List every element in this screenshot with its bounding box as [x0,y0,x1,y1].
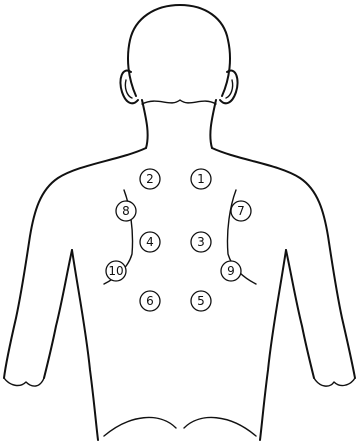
acupoint-label: 8 [122,204,130,218]
acupoint-label: 10 [108,264,123,278]
acupoint-6: 6 [140,291,160,311]
acupoint-label: 9 [227,264,235,278]
acupoint-9: 9 [221,261,241,281]
left-arm-inner [44,250,72,378]
hairline [142,100,216,104]
acupoint-10: 10 [106,261,126,281]
acupoint-label: 3 [197,235,205,249]
acupoint-8: 8 [116,201,136,221]
acupoint-2: 2 [140,169,160,189]
acupoint-4: 4 [140,232,160,252]
right-hand [314,378,355,386]
neck-right [210,100,216,148]
acupoint-7: 7 [231,201,251,221]
acupoint-3: 3 [191,232,211,252]
acupoint-label: 2 [146,172,154,186]
left-torso [72,250,98,440]
acupoint-label: 7 [237,204,245,218]
neck-left [142,100,148,148]
acupoint-1: 1 [191,169,211,189]
right-arm-inner [286,250,314,378]
acupoint-label: 1 [197,172,205,186]
waist-line [104,418,256,436]
acupoint-label: 6 [146,294,154,308]
left-hand [4,378,44,386]
acupoint-5: 5 [191,291,211,311]
acupoint-label: 4 [146,235,154,249]
right-torso [260,250,286,440]
acupoint-markers: 1 2 3 4 5 6 7 8 9 10 [106,169,251,311]
acupoint-label: 5 [197,294,205,308]
head-outline [128,5,230,96]
